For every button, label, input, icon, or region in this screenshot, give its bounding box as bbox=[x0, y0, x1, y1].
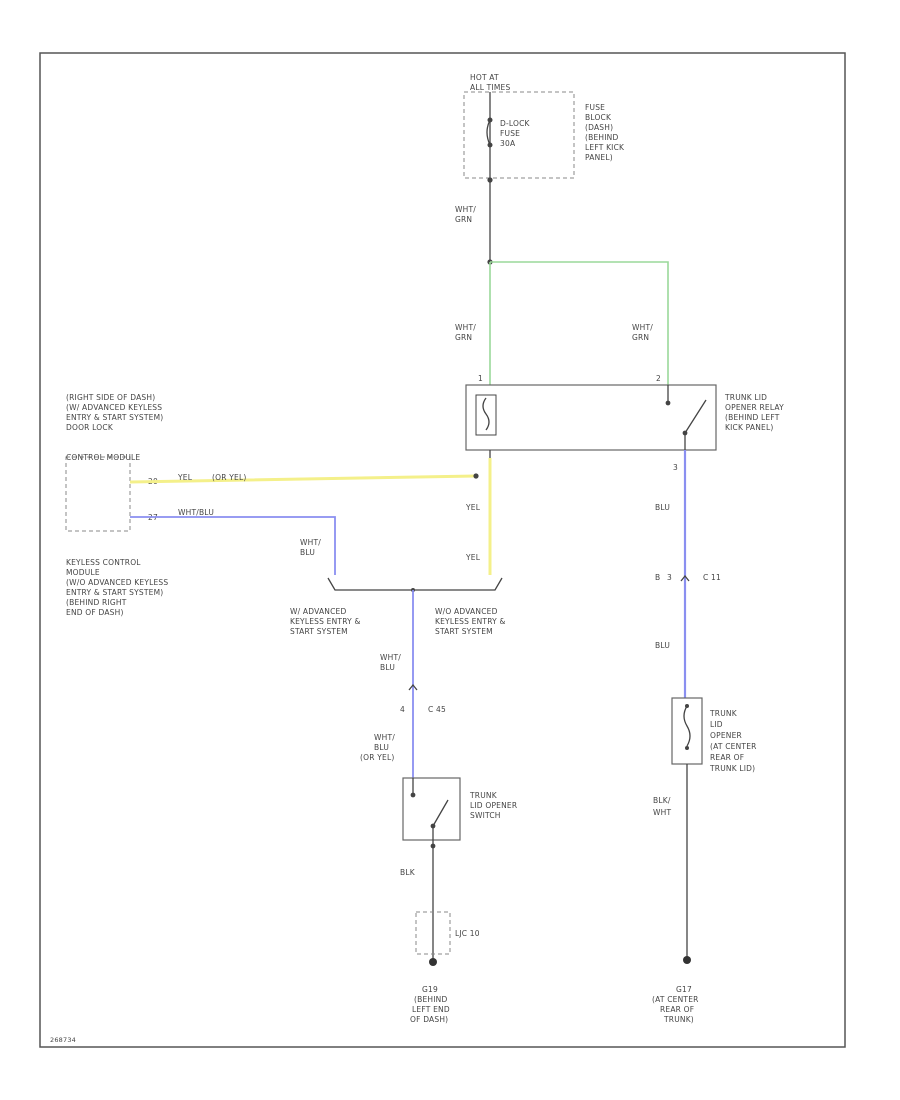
module-top-label-5: CONTROL MODULE bbox=[66, 453, 140, 462]
wire-blu-lower: BLU bbox=[655, 641, 670, 650]
diagram-code: 268734 bbox=[50, 1036, 76, 1044]
split-without-label-2: KEYLESS ENTRY & bbox=[435, 617, 506, 626]
diagram-border bbox=[39, 52, 846, 1048]
wire-wht-blu-mid-1: WHT/ bbox=[300, 538, 321, 547]
relay-label-3: (BEHIND LEFT bbox=[725, 413, 780, 422]
ground-left-label-3: LEFT END bbox=[412, 1005, 450, 1014]
ground-right-label-2: (AT CENTER bbox=[652, 995, 699, 1004]
power-source-label-2: ALL TIMES bbox=[470, 83, 510, 92]
wire-wht-blu-mid-2: BLU bbox=[300, 548, 315, 557]
module-top-label-4: DOOR LOCK bbox=[66, 423, 114, 432]
ground-right-label-4: TRUNK) bbox=[663, 1015, 694, 1024]
option-bracket bbox=[327, 577, 503, 591]
module-bottom-label-6: END OF DASH) bbox=[66, 608, 124, 617]
ground-left-label-4: OF DASH) bbox=[410, 1015, 448, 1024]
switch-label-2: LID OPENER bbox=[470, 801, 517, 810]
connector-c45-pin: 4 bbox=[400, 705, 405, 714]
wire-yellow bbox=[129, 458, 492, 575]
split-without-label-1: W/O ADVANCED bbox=[435, 607, 498, 616]
solenoid-label-1: TRUNK bbox=[709, 709, 738, 718]
wire-wht-grn-top-2: GRN bbox=[455, 215, 472, 224]
trunk-lid-opener-solenoid bbox=[671, 697, 703, 765]
wire-wht-blu-switch-top-1: WHT/ bbox=[380, 653, 401, 662]
relay-pin-2: 2 bbox=[656, 374, 661, 383]
fuse-label-2: FUSE bbox=[500, 129, 520, 138]
fuse-label-1: D-LOCK bbox=[500, 119, 531, 128]
wire-wht-grn-right-1: WHT/ bbox=[632, 323, 653, 332]
connector-c45: C 45 bbox=[428, 705, 446, 714]
fuse-block-label-1: FUSE bbox=[585, 103, 605, 112]
split-without-label-3: START SYSTEM bbox=[435, 627, 493, 636]
module-bottom-label-3: (W/O ADVANCED KEYLESS bbox=[66, 578, 168, 587]
ground-left-label-2: (BEHIND bbox=[414, 995, 447, 1004]
relay-pin-3: 3 bbox=[673, 463, 678, 472]
wire-wht-grn-right-2: GRN bbox=[632, 333, 649, 342]
wire-wht-grn-left-2: GRN bbox=[455, 333, 472, 342]
fuse-block-label-6: PANEL) bbox=[585, 153, 613, 162]
wire-wht-blu-switch-bottom-2: BLU bbox=[374, 743, 389, 752]
wire-blk-switch-label: BLK bbox=[400, 868, 416, 877]
ljc-box bbox=[415, 911, 451, 955]
split-with-label-3: START SYSTEM bbox=[290, 627, 348, 636]
wire-blk-wht-label-2: WHT bbox=[653, 808, 671, 817]
wire-green bbox=[489, 261, 669, 385]
relay-pin-1: 1 bbox=[478, 374, 483, 383]
module-top-label-1: (RIGHT SIDE OF DASH) bbox=[66, 393, 155, 402]
wire-wht-blu-switch-top-2: BLU bbox=[380, 663, 395, 672]
ground-left-label-1: G19 bbox=[422, 985, 438, 994]
wire-yel-lower: YEL bbox=[465, 553, 481, 562]
module-bottom-label-1: KEYLESS CONTROL bbox=[66, 558, 141, 567]
splice-relay-coil bbox=[473, 473, 479, 479]
wire-wht-blu-horizontal: WHT/BLU bbox=[178, 508, 214, 517]
relay-label-2: OPENER RELAY bbox=[725, 403, 784, 412]
ground-right-label-3: REAR OF bbox=[660, 1005, 694, 1014]
wire-yel-upper: YEL bbox=[465, 503, 481, 512]
solenoid-label-6: TRUNK LID) bbox=[709, 764, 755, 773]
relay-label-1: TRUNK LID bbox=[724, 393, 767, 402]
split-with-label-1: W/ ADVANCED bbox=[290, 607, 346, 616]
split-with-label-2: KEYLESS ENTRY & bbox=[290, 617, 361, 626]
wire-wht-grn-top-1: WHT/ bbox=[455, 205, 476, 214]
module-bottom-label-5: (BEHIND RIGHT bbox=[66, 598, 127, 607]
connector-c11-pin-left: B bbox=[655, 573, 660, 582]
connector-c11-mark bbox=[680, 574, 690, 582]
ground-right-label-1: G17 bbox=[676, 985, 692, 994]
relay-label-4: KICK PANEL) bbox=[725, 423, 774, 432]
wire-wht-blu-switch-bottom-3: (OR YEL) bbox=[360, 753, 394, 762]
wire-yel-or-yel: (OR YEL) bbox=[212, 473, 246, 482]
solenoid-label-3: OPENER bbox=[710, 731, 742, 740]
ground-right bbox=[683, 956, 691, 964]
fuse-block-label-3: (DASH) bbox=[585, 123, 613, 132]
connector-c11-pin: 3 bbox=[667, 573, 672, 582]
connector-ljc: LJC 10 bbox=[455, 929, 480, 938]
wire-blue-module bbox=[130, 516, 336, 575]
solenoid-label-4: (AT CENTER bbox=[710, 742, 757, 751]
module-top-label-2: (W/ ADVANCED KEYLESS bbox=[66, 403, 162, 412]
module-bottom-label-4: ENTRY & START SYSTEM) bbox=[66, 588, 163, 597]
control-module-box bbox=[65, 456, 131, 532]
switch-label-1: TRUNK bbox=[469, 791, 498, 800]
wire-blk-wht-label-1: BLK/ bbox=[653, 796, 671, 805]
connector-c45-mark bbox=[408, 683, 418, 691]
fuse-block-label-4: (BEHIND bbox=[585, 133, 618, 142]
switch-label-3: SWITCH bbox=[470, 811, 501, 820]
fuse-block-label-2: BLOCK bbox=[585, 113, 612, 122]
solenoid-label-2: LID bbox=[710, 720, 723, 729]
trunk-lid-opener-relay bbox=[465, 384, 717, 451]
wire-blu-upper: BLU bbox=[655, 503, 670, 512]
fuse-label-3: 30A bbox=[500, 139, 516, 148]
fuse-block-label-5: LEFT KICK bbox=[585, 143, 625, 152]
solenoid-label-5: REAR OF bbox=[710, 753, 744, 762]
module-top-label-3: ENTRY & START SYSTEM) bbox=[66, 413, 163, 422]
power-source-label-1: HOT AT bbox=[470, 73, 499, 82]
wire-yel-horizontal: YEL bbox=[177, 473, 193, 482]
ground-left bbox=[429, 958, 437, 966]
wire-wht-blu-switch-bottom-1: WHT/ bbox=[374, 733, 395, 742]
trunk-lid-opener-switch bbox=[402, 777, 461, 841]
wire-wht-grn-left-1: WHT/ bbox=[455, 323, 476, 332]
module-bottom-label-2: MODULE bbox=[66, 568, 100, 577]
connector-c11: C 11 bbox=[703, 573, 721, 582]
